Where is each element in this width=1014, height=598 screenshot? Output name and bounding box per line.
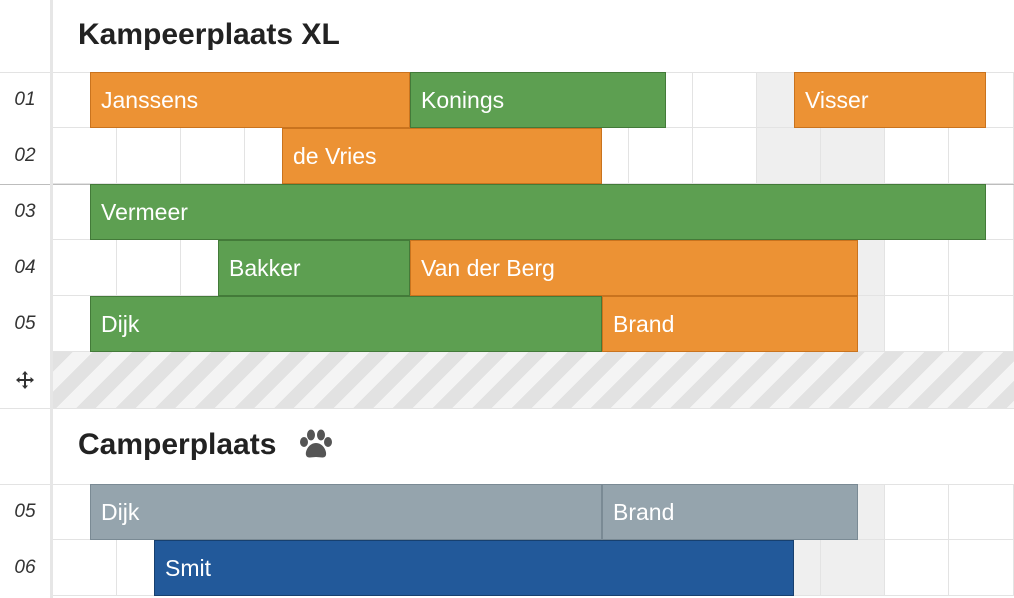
row-label: 06 [14, 557, 36, 578]
section-title-kampeerplaats: Kampeerplaats XL [78, 12, 340, 58]
unavailable-hatch-row [53, 352, 1014, 408]
booking-name: Dijk [101, 498, 140, 525]
booking-bar[interactable]: Bakker [218, 240, 410, 296]
booking-bar[interactable]: Janssens [90, 72, 410, 128]
grid-cell[interactable] [181, 128, 245, 184]
paw-icon [300, 429, 333, 458]
grid-row [0, 128, 1014, 184]
grid-cell[interactable] [821, 540, 885, 596]
booking-name: Konings [421, 86, 505, 113]
booking-name: Brand [613, 310, 675, 337]
grid-cell[interactable] [117, 128, 181, 184]
booking-bar[interactable]: Brand [602, 484, 858, 540]
grid-cell[interactable] [949, 484, 1014, 540]
booking-bar[interactable]: Konings [410, 72, 666, 128]
grid-cell[interactable] [885, 128, 949, 184]
booking-name: Vermeer [101, 198, 188, 225]
grid-cell[interactable] [885, 540, 949, 596]
booking-bar[interactable]: de Vries [282, 128, 602, 184]
grid-cell[interactable] [53, 240, 117, 296]
grid-cell[interactable] [949, 240, 1014, 296]
booking-name: Brand [613, 498, 675, 525]
grid-cell[interactable] [757, 128, 821, 184]
row-label: 04 [14, 257, 36, 278]
section-title-text: Camperplaats [78, 428, 277, 461]
booking-name: de Vries [293, 142, 377, 169]
booking-name: Smit [165, 554, 211, 581]
row-divider [0, 408, 1014, 409]
grid-cell[interactable] [885, 240, 949, 296]
booking-bar[interactable]: Brand [602, 296, 858, 352]
booking-bar[interactable]: Van der Berg [410, 240, 858, 296]
booking-bar[interactable]: Dijk [90, 296, 602, 352]
row-label: 03 [14, 201, 36, 222]
grid-cell[interactable] [821, 128, 885, 184]
booking-name: Bakker [229, 254, 301, 281]
grid-cell[interactable] [949, 128, 1014, 184]
section-title-text: Kampeerplaats XL [78, 18, 340, 51]
booking-bar[interactable]: Vermeer [90, 184, 986, 240]
booking-name: Visser [805, 86, 869, 113]
booking-name: Dijk [101, 310, 140, 337]
booking-bar[interactable]: Visser [794, 72, 986, 128]
row-label: 01 [14, 89, 36, 110]
row-label: 02 [14, 145, 36, 166]
row-label: 05 [14, 501, 36, 522]
booking-bar[interactable]: Dijk [90, 484, 602, 540]
grid-cell[interactable] [53, 128, 117, 184]
grid-cell[interactable] [629, 128, 693, 184]
grid-cell[interactable] [949, 540, 1014, 596]
row-label: 05 [14, 313, 36, 334]
grid-cell[interactable] [53, 540, 117, 596]
grid-cell[interactable] [117, 240, 181, 296]
booking-name: Janssens [101, 86, 199, 113]
label-column-separator [50, 0, 53, 598]
booking-bar[interactable]: Smit [154, 540, 794, 596]
booking-name: Van der Berg [421, 254, 555, 281]
grid-cell[interactable] [693, 72, 757, 128]
move-icon[interactable] [0, 352, 50, 408]
section-title-camperplaats: Camperplaats [78, 422, 334, 468]
grid-cell[interactable] [693, 128, 757, 184]
grid-cell[interactable] [949, 296, 1014, 352]
grid-cell[interactable] [885, 484, 949, 540]
grid-cell[interactable] [885, 296, 949, 352]
